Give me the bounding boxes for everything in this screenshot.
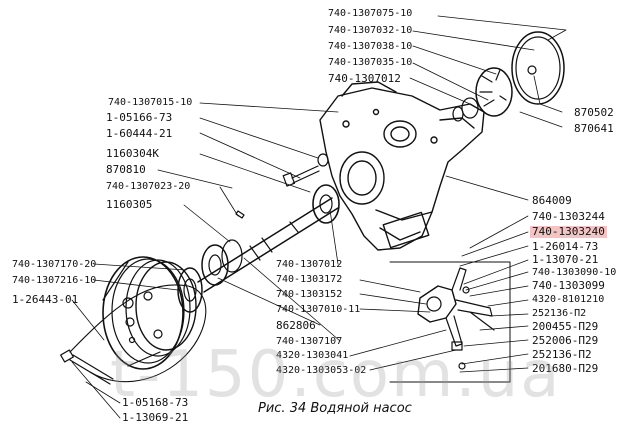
label-870502: 870502 bbox=[574, 106, 614, 119]
label-252006-p29: 252006-П29 bbox=[532, 334, 599, 347]
pump-shaft bbox=[197, 197, 339, 293]
label-740-1303152: 740-1303152 bbox=[276, 289, 343, 300]
label-862806: 862806 bbox=[276, 319, 316, 332]
key-pin bbox=[235, 210, 245, 219]
mid-bearing bbox=[201, 239, 243, 286]
valve-inset bbox=[389, 261, 511, 383]
label-4320-8101210: 4320-8101210 bbox=[532, 294, 605, 305]
label-1-60444-21: 1-60444-21 bbox=[106, 127, 173, 140]
impeller bbox=[452, 67, 513, 122]
site-watermark: t-150.com.ua bbox=[110, 338, 562, 412]
label-200455-p29: 200455-П29 bbox=[532, 320, 599, 333]
label-740-1307023-20: 740-1307023-20 bbox=[106, 181, 191, 192]
label-740-1303244: 740-1303244 bbox=[532, 210, 605, 223]
label-1160304k: 1160304К bbox=[106, 147, 159, 160]
label-1160305: 1160305 bbox=[106, 198, 153, 211]
pulley-hole bbox=[122, 297, 134, 309]
leader-lines bbox=[71, 15, 567, 419]
label-4320-1303041: 4320-1303041 bbox=[276, 350, 349, 361]
figure-caption: Рис. 34 Водяной насос bbox=[258, 401, 412, 416]
label-252136-p2-a: 252136-П2 bbox=[532, 308, 587, 319]
label-740-1307038-10: 740-1307038-10 bbox=[328, 41, 413, 52]
label-740-1307075-10: 740-1307075-10 bbox=[328, 8, 413, 19]
label-252136-p2-b: 252136-П2 bbox=[532, 348, 592, 361]
label-870641: 870641 bbox=[574, 122, 614, 135]
label-740-1307010-11: 740-1307010-11 bbox=[276, 304, 361, 315]
label-1-05168-73: 1-05168-73 bbox=[122, 396, 189, 409]
drive-belt bbox=[69, 284, 207, 383]
label-201680-p29: 201680-П29 bbox=[532, 362, 599, 375]
label-740-1303172: 740-1303172 bbox=[276, 274, 343, 285]
label-1-13069-21: 1-13069-21 bbox=[122, 411, 189, 424]
housing-bolt bbox=[282, 153, 329, 187]
label-4320-1303053-02: 4320-1303053-02 bbox=[276, 365, 367, 376]
cover-nut bbox=[527, 65, 537, 75]
label-740-1307012-top: 740-1307012 bbox=[328, 72, 401, 85]
label-1-13070-21: 1-13070-21 bbox=[532, 253, 599, 266]
label-740-1307170-20: 740-1307170-20 bbox=[12, 259, 97, 270]
label-740-1307107: 740-1307107 bbox=[276, 336, 343, 347]
pulley bbox=[102, 256, 197, 370]
label-870810: 870810 bbox=[106, 163, 146, 176]
label-740-1307015-10: 740-1307015-10 bbox=[108, 97, 193, 108]
label-1-05166-73: 1-05166-73 bbox=[106, 111, 173, 124]
label-1-26443-01: 1-26443-01 bbox=[12, 293, 79, 306]
rear-bearing bbox=[312, 184, 340, 224]
label-740-1307032-10: 740-1307032-10 bbox=[328, 25, 413, 36]
label-740-1307035-10: 740-1307035-10 bbox=[328, 57, 413, 68]
label-1-26014-73: 1-26014-73 bbox=[532, 240, 599, 253]
label-740-1307216-10: 740-1307216-10 bbox=[12, 275, 97, 286]
label-864009: 864009 bbox=[532, 194, 572, 207]
label-740-1303099: 740-1303099 bbox=[532, 279, 605, 292]
impeller-cover-gasket bbox=[511, 31, 565, 105]
label-740-1307012-mid: 740-1307012 bbox=[276, 259, 343, 270]
label-740-1303090-10: 740-1303090-10 bbox=[532, 267, 617, 278]
pulley-bolt bbox=[60, 349, 114, 385]
label-740-1303240-highlighted: 740-1303240 bbox=[530, 225, 607, 238]
